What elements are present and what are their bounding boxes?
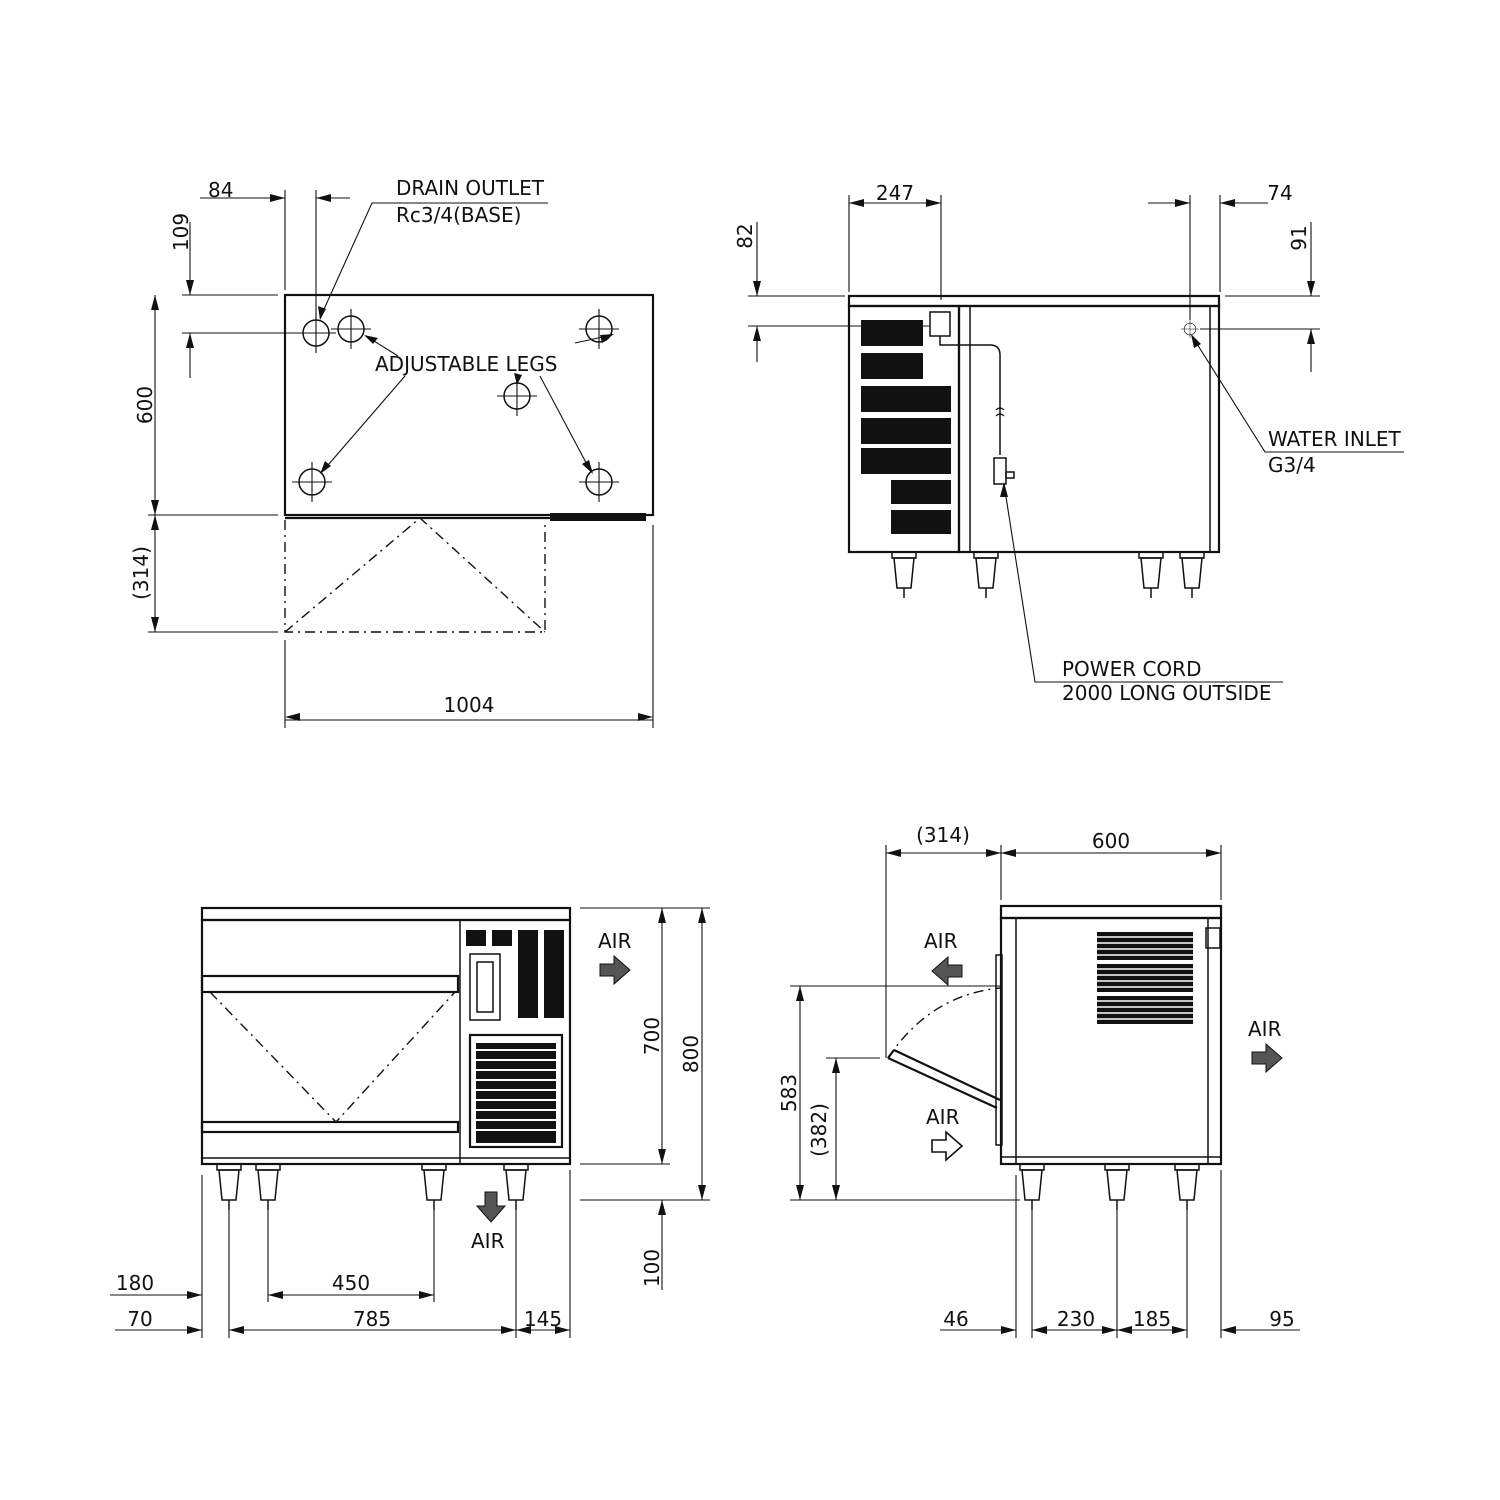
leg-icon — [421, 1163, 447, 1211]
side-vents — [1097, 932, 1193, 1024]
air-label: AIR — [924, 929, 958, 953]
dim-91: 91 — [1287, 225, 1311, 250]
water-inlet-label: WATER INLET — [1268, 427, 1402, 451]
power-cord-icon — [939, 336, 1001, 455]
power-cord-label: POWER CORD — [1062, 657, 1201, 681]
leg-icon — [973, 551, 999, 599]
dim-95: 95 — [1269, 1307, 1294, 1331]
dim-109: 109 — [169, 213, 193, 251]
air-label: AIR — [598, 929, 632, 953]
power-box-icon — [929, 311, 951, 337]
dim-247: 247 — [876, 181, 914, 205]
power-cord-spec-label: 2000 LONG OUTSIDE — [1062, 681, 1271, 705]
leg-icon — [1104, 1163, 1130, 1211]
air-out-arrow-icon — [1251, 1042, 1283, 1074]
leg-icon — [1138, 551, 1164, 599]
leg-icon — [578, 461, 620, 503]
leg-icon — [503, 1163, 529, 1211]
dim-583: 583 — [777, 1074, 801, 1112]
adjustable-legs-label: ADJUSTABLE LEGS — [375, 352, 558, 376]
leg-icon — [216, 1163, 242, 1211]
air-intake-arrow-icon — [931, 1130, 964, 1162]
dim-100: 100 — [640, 1249, 664, 1287]
air-label: AIR — [926, 1105, 960, 1129]
leg-icon — [1019, 1163, 1045, 1211]
front-control-panel — [466, 930, 564, 1149]
air-label: AIR — [1248, 1017, 1282, 1041]
dim-185: 185 — [1133, 1307, 1171, 1331]
leg-icon — [255, 1163, 281, 1211]
dim-600: 600 — [1092, 829, 1130, 853]
front-view: AIR AIR 700 800 100 180 450 70 785 145 — [110, 906, 710, 1338]
side-view: (314) 600 AIR AIR AIR 583 (382) 46 230 1… — [777, 823, 1300, 1338]
dim-800: 800 — [679, 1035, 703, 1073]
dim-314: (314) — [129, 546, 153, 600]
air-out-arrow-icon — [599, 954, 631, 986]
dim-1004: 1004 — [444, 693, 495, 717]
dim-230: 230 — [1057, 1307, 1095, 1331]
bin-door-open — [887, 1049, 1001, 1109]
water-spec-label: G3/4 — [1268, 453, 1316, 477]
air-in-arrow-icon — [931, 955, 963, 987]
bin-projection — [284, 517, 546, 633]
drain-outlet-label: DRAIN OUTLET — [396, 176, 545, 200]
dim-180: 180 — [116, 1271, 154, 1295]
leg-icon — [1174, 1163, 1200, 1211]
side-top-plate — [999, 904, 1223, 920]
rear-view: 247 74 82 91 WATER INLET G3/4 POWER CORD… — [733, 181, 1404, 705]
air-down-arrow-icon — [475, 1191, 507, 1223]
rear-vents — [861, 320, 951, 534]
top-view: 84 109 600 (314) 1004 DRAIN OUTLET Rc3/4… — [129, 176, 655, 728]
dim-84: 84 — [208, 178, 233, 202]
dim-700: 700 — [640, 1017, 664, 1055]
drain-spec-label: Rc3/4(BASE) — [396, 203, 521, 227]
air-label: AIR — [471, 1229, 505, 1253]
top-view-outline — [283, 293, 655, 517]
dim-46: 46 — [943, 1307, 968, 1331]
dim-450: 450 — [332, 1271, 370, 1295]
dim-74: 74 — [1267, 181, 1292, 205]
leg-icon — [1179, 551, 1205, 599]
dim-314: (314) — [916, 823, 970, 847]
dim-145: 145 — [524, 1307, 562, 1331]
dim-785: 785 — [353, 1307, 391, 1331]
front-body — [200, 918, 572, 1166]
front-top-plate — [200, 906, 572, 922]
leg-icon — [891, 551, 917, 599]
rear-top-plate — [847, 294, 1221, 308]
front-bin-door — [200, 974, 460, 994]
rear-body — [957, 304, 1221, 554]
water-inlet-icon — [1180, 319, 1200, 339]
dim-382: (382) — [807, 1103, 831, 1157]
leg-icon — [330, 308, 372, 350]
dim-82: 82 — [733, 223, 757, 248]
leg-icon — [578, 308, 620, 350]
dim-70: 70 — [127, 1307, 152, 1331]
dim-600: 600 — [133, 386, 157, 424]
